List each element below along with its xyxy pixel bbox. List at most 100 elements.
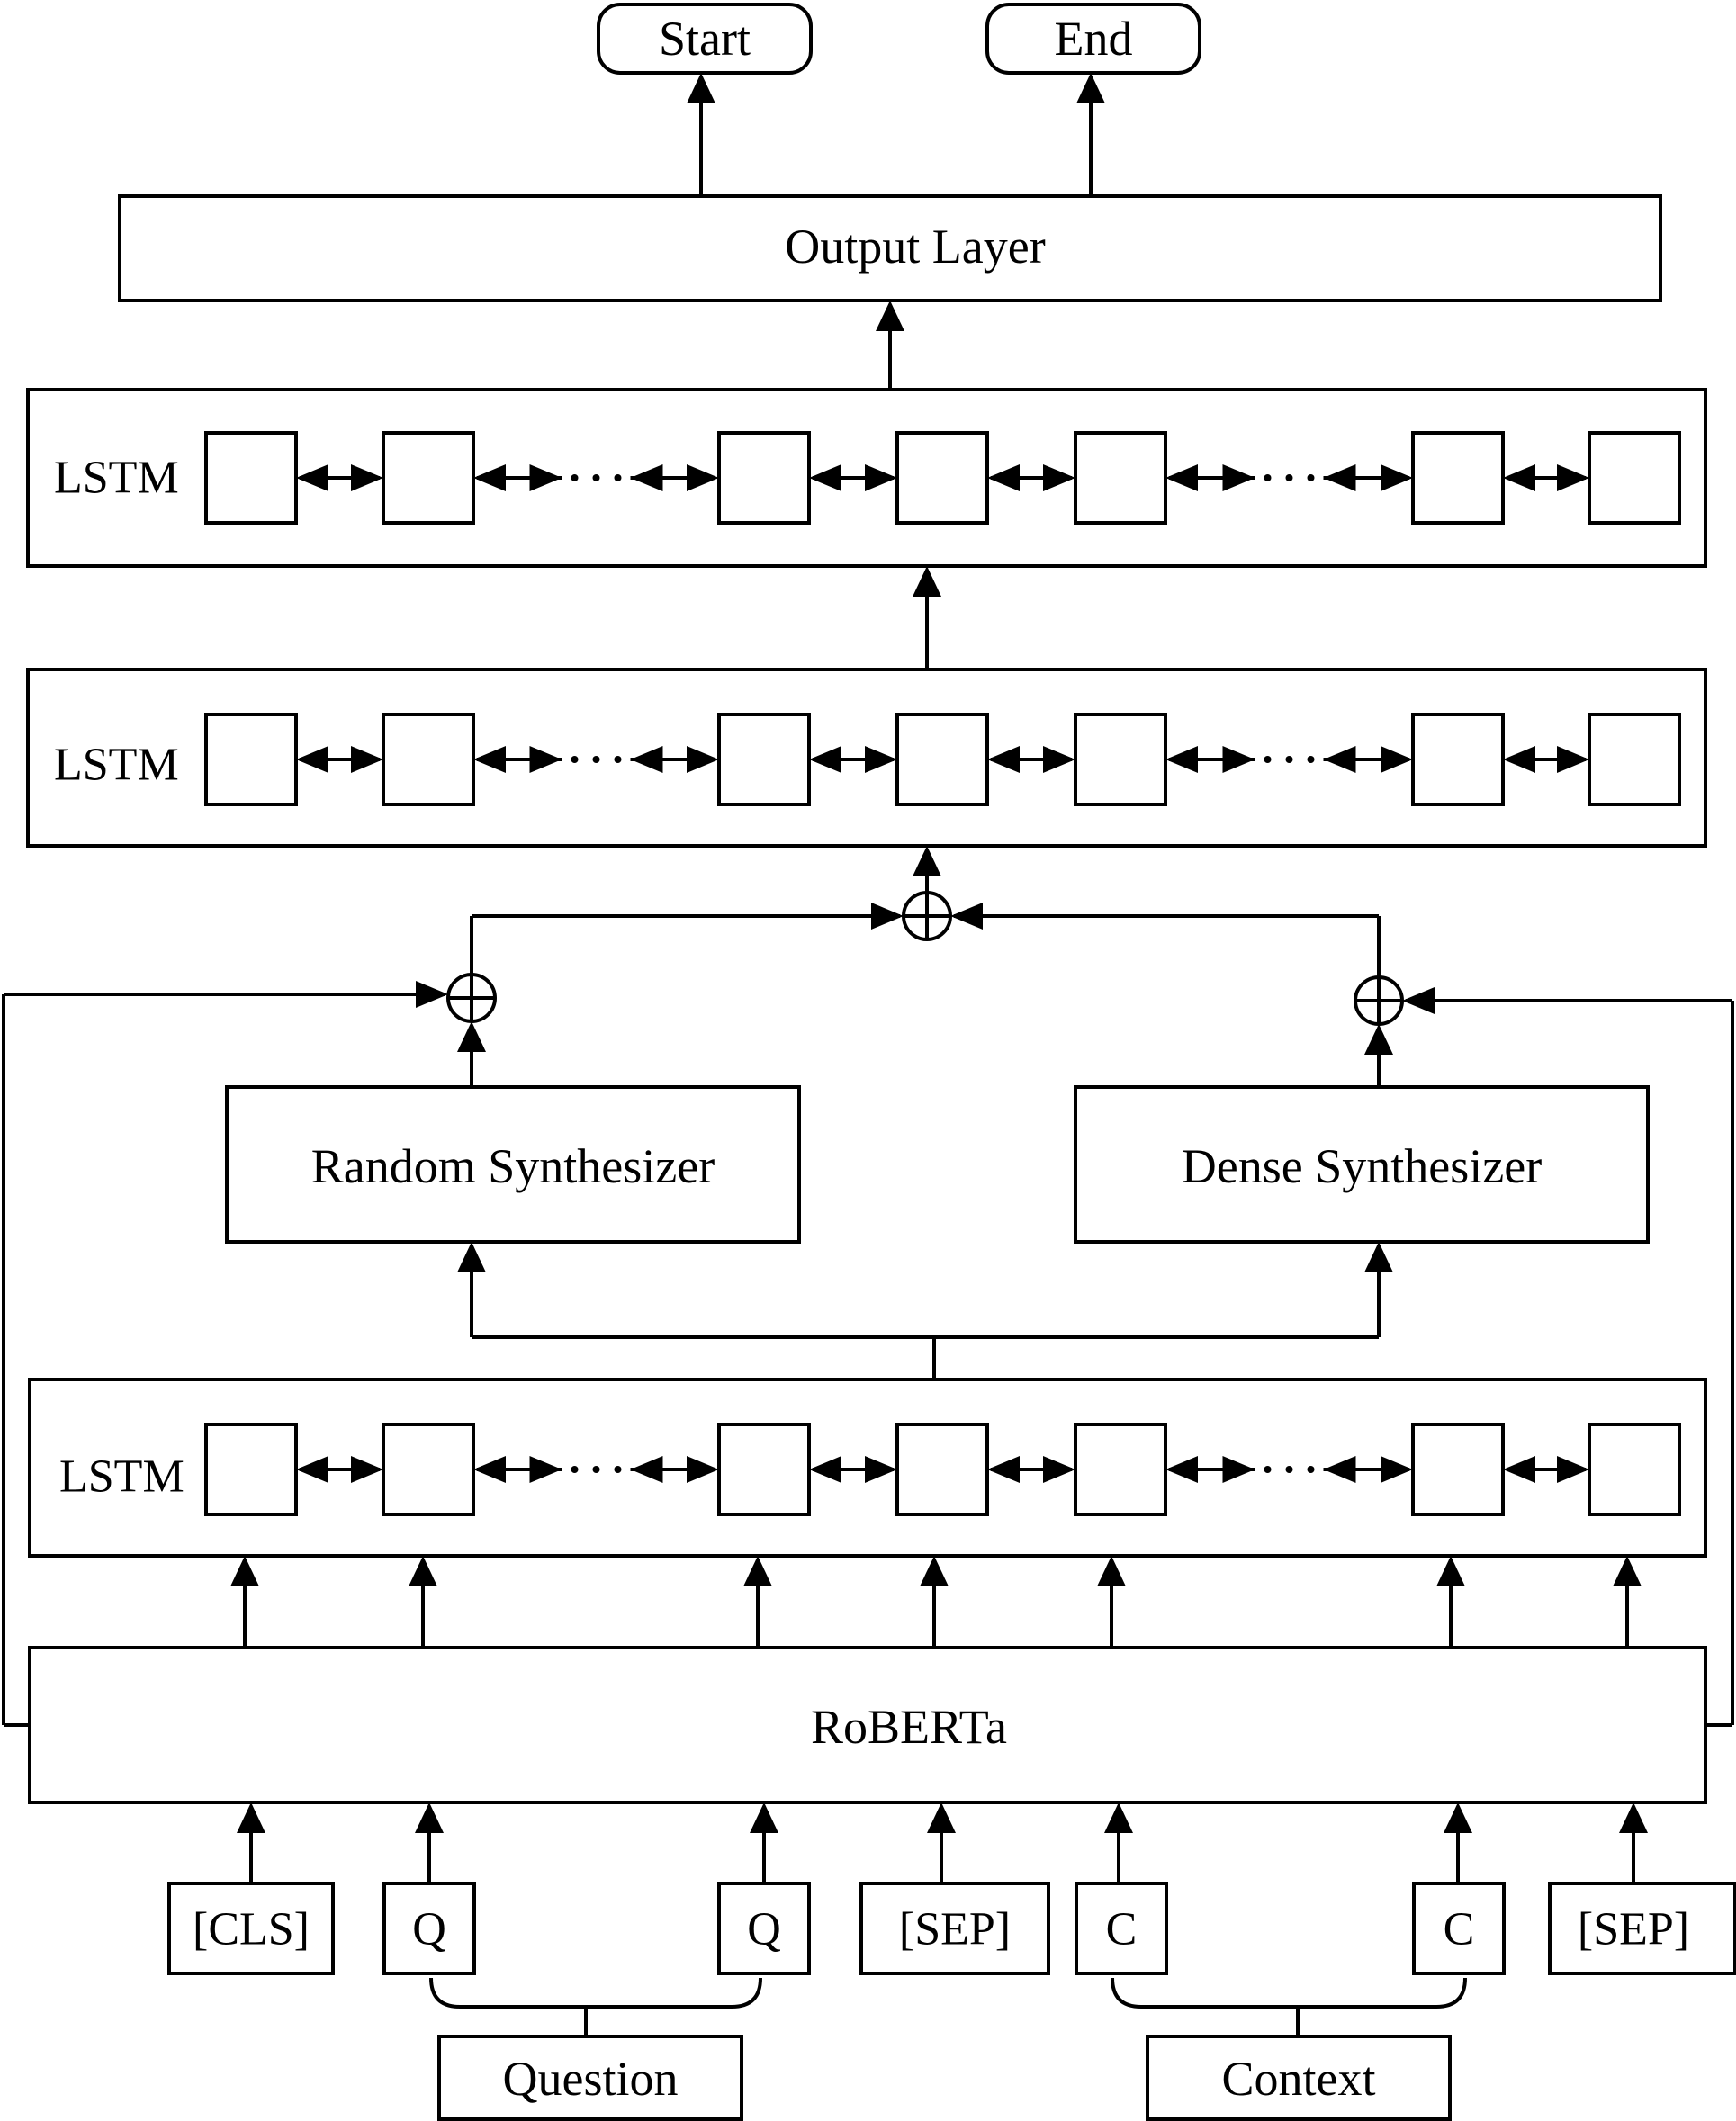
token-sep-first: [SEP]	[859, 1882, 1050, 1975]
random-synthesizer: Random Synthesizer	[225, 1085, 801, 1244]
ellipsis-dot	[571, 1466, 579, 1473]
arrowhead	[351, 1456, 383, 1483]
arrowhead	[630, 464, 663, 491]
ellipsis-dot	[592, 1466, 600, 1473]
ellipsis-dots	[571, 756, 622, 763]
arrowhead	[1619, 1802, 1648, 1833]
lstm-cell	[1074, 1423, 1167, 1516]
arrowhead	[296, 1456, 328, 1483]
token-context-first: C	[1075, 1882, 1168, 1975]
context-label: Context	[1222, 2052, 1376, 2106]
arrowhead	[987, 464, 1020, 491]
arrowhead	[687, 464, 719, 491]
arrowhead	[473, 1456, 506, 1483]
token-context-last: C	[1412, 1882, 1506, 1975]
token-question-last: Q	[717, 1882, 811, 1975]
token-q2-label: Q	[747, 1904, 781, 1955]
ellipsis-dot	[1264, 756, 1272, 763]
lstm-cell	[204, 431, 298, 525]
lstm-cell	[204, 713, 298, 806]
arrowhead	[1323, 1456, 1356, 1483]
ellipsis-dot	[1307, 756, 1315, 763]
end-node: End	[985, 3, 1201, 75]
token-sep2-label: [SEP]	[1578, 1904, 1689, 1955]
ellipsis-dot	[592, 756, 600, 763]
arrowhead	[743, 1556, 772, 1586]
bidirectional-arrow	[987, 746, 1075, 773]
arrowhead	[1557, 1456, 1589, 1483]
context-brace	[1111, 1977, 1467, 2036]
token-c1-label: C	[1106, 1904, 1138, 1955]
arrowhead	[1557, 464, 1589, 491]
lstm-cell	[204, 1423, 298, 1516]
half-arrow	[473, 746, 562, 773]
arrowhead	[230, 1556, 259, 1586]
lstm-cell	[382, 431, 475, 525]
arrowhead	[630, 1456, 663, 1483]
arrowhead	[1043, 746, 1075, 773]
lstm-top-label: LSTM	[54, 453, 179, 504]
lstm-cell	[1411, 431, 1505, 525]
lstm-cell	[1411, 713, 1505, 806]
ellipsis-dots	[1264, 1466, 1315, 1473]
arrowhead	[1503, 1456, 1535, 1483]
token-cls-label: [CLS]	[193, 1904, 310, 1955]
end-label: End	[1055, 12, 1133, 66]
lstm-top-cells	[204, 431, 1681, 525]
arrowhead	[457, 1242, 486, 1272]
arrowhead	[950, 903, 983, 930]
start-label: Start	[659, 12, 751, 66]
lstm-bottom-cells	[204, 1423, 1681, 1516]
arrowhead	[1222, 464, 1255, 491]
output-layer-label: Output Layer	[785, 220, 1045, 274]
arrowhead	[913, 846, 941, 876]
arrowhead	[1381, 464, 1413, 491]
half-arrow	[630, 746, 719, 773]
arrowhead	[1613, 1556, 1642, 1586]
arrowhead	[865, 746, 897, 773]
arrowhead	[529, 464, 562, 491]
bidirectional-arrow	[296, 464, 383, 491]
question-group: Question	[437, 2035, 743, 2121]
lstm-cell	[895, 713, 989, 806]
arrowhead	[750, 1802, 778, 1833]
ellipsis-dot	[1285, 474, 1293, 481]
random-synthesizer-label: Random Synthesizer	[311, 1139, 715, 1193]
arrowhead	[687, 746, 719, 773]
arrowhead	[1097, 1556, 1126, 1586]
arrowhead	[809, 1456, 841, 1483]
arrowhead	[1364, 1242, 1393, 1272]
arrowhead	[876, 301, 904, 331]
lstm-cell	[895, 431, 989, 525]
lstm-cell	[382, 713, 475, 806]
lstm-cell	[717, 713, 811, 806]
arrowhead	[927, 1802, 956, 1833]
lstm-bottom-label: LSTM	[59, 1451, 184, 1503]
ellipsis-dot	[1307, 474, 1315, 481]
ellipsis-dot	[1264, 1466, 1272, 1473]
half-arrow	[1323, 464, 1413, 491]
arrowhead	[457, 1021, 486, 1052]
token-q1-label: Q	[412, 1904, 446, 1955]
arrowhead	[237, 1802, 265, 1833]
dense-synthesizer: Dense Synthesizer	[1074, 1085, 1650, 1244]
bidirectional-arrow	[1503, 746, 1589, 773]
lstm-middle-cells	[204, 713, 1681, 806]
half-arrow	[473, 464, 562, 491]
arrowhead	[1444, 1802, 1472, 1833]
arrowhead	[1503, 464, 1535, 491]
ellipsis-dot	[592, 474, 600, 481]
arrowhead	[1557, 746, 1589, 773]
arrowhead	[809, 746, 841, 773]
arrowhead	[415, 1802, 444, 1833]
ellipsis-dot	[614, 1466, 622, 1473]
arrowhead	[865, 464, 897, 491]
lstm-cell	[895, 1423, 989, 1516]
bidirectional-arrow	[1503, 1456, 1589, 1483]
half-arrow	[473, 1456, 562, 1483]
roberta-encoder: RoBERTa	[28, 1646, 1707, 1804]
bidirectional-arrow	[809, 1456, 897, 1483]
arrowhead	[1043, 464, 1075, 491]
ellipsis-dots	[571, 474, 622, 481]
